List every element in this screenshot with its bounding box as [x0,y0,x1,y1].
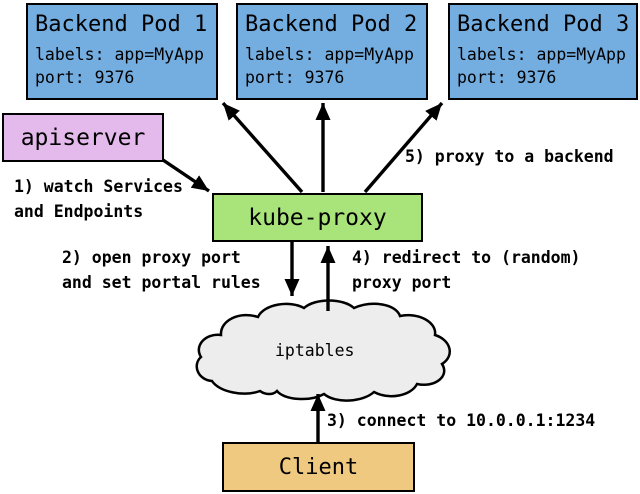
backend-pod-2-title: Backend Pod 2 [245,12,418,37]
backend-pod-1-port: port: 9376 [35,68,135,87]
backend-pod-1-box: Backend Pod 1 labels: app=MyApp port: 93… [26,3,218,100]
backend-pod-3-title: Backend Pod 3 [457,12,630,37]
backend-pod-1-title: Backend Pod 1 [35,12,208,37]
backend-pod-2-port: port: 9376 [245,68,345,87]
annotation-step4-redirect: 4) redirect to (random) proxy port [352,248,581,292]
client-box: Client [222,442,415,492]
annotation-step5-proxy-to-backend: 5) proxy to a backend [405,147,614,166]
backend-pod-1-labels: labels: app=MyApp [35,45,204,64]
annotation-step3-connect: 3) connect to 10.0.0.1:1234 [327,411,596,430]
apiserver-label: apiserver [20,124,146,151]
backend-pod-3-port: port: 9376 [457,68,557,87]
apiserver-box: apiserver [2,113,164,162]
arrow-apiserver-to-kube-proxy [162,158,210,193]
arrow-kube-proxy-to-pod1 [221,101,304,194]
iptables-cloud [195,299,451,402]
backend-pod-3-box: Backend Pod 3 labels: app=MyApp port: 93… [448,3,638,100]
iptables-label: iptables [275,341,355,360]
kube-proxy-label: kube-proxy [248,204,387,231]
client-label: Client [278,454,359,480]
backend-pod-2-labels: labels: app=MyApp [245,45,414,64]
arrow-kube-proxy-to-pod3 [363,101,444,194]
annotation-step1-watch-services: 1) watch Services and Endpoints [14,177,183,221]
backend-pod-2-box: Backend Pod 2 labels: app=MyApp port: 93… [236,3,428,100]
annotation-step2-open-proxy-port: 2) open proxy port and set portal rules [62,248,261,292]
kube-proxy-box: kube-proxy [212,193,423,242]
backend-pod-3-labels: labels: app=MyApp [457,45,626,64]
